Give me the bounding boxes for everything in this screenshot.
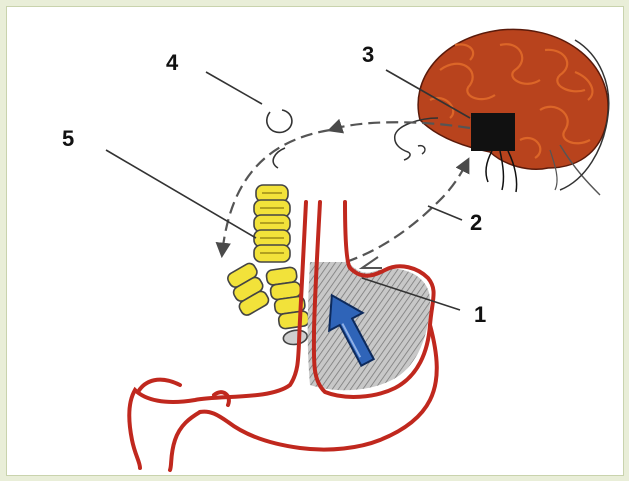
- label-4: 4: [166, 50, 179, 75]
- label-3: 3: [362, 42, 374, 67]
- center-box: [471, 113, 515, 151]
- afferent-path: [346, 160, 468, 262]
- larynx-loop: [267, 110, 292, 168]
- label-5: 5: [62, 126, 74, 151]
- brain: [418, 29, 608, 195]
- leader-4: [206, 72, 262, 104]
- label-1: 1: [474, 302, 486, 327]
- afferent-arrow-start: [362, 257, 382, 268]
- leader-5: [106, 150, 256, 238]
- leader-2: [428, 206, 462, 220]
- label-2: 2: [470, 210, 482, 235]
